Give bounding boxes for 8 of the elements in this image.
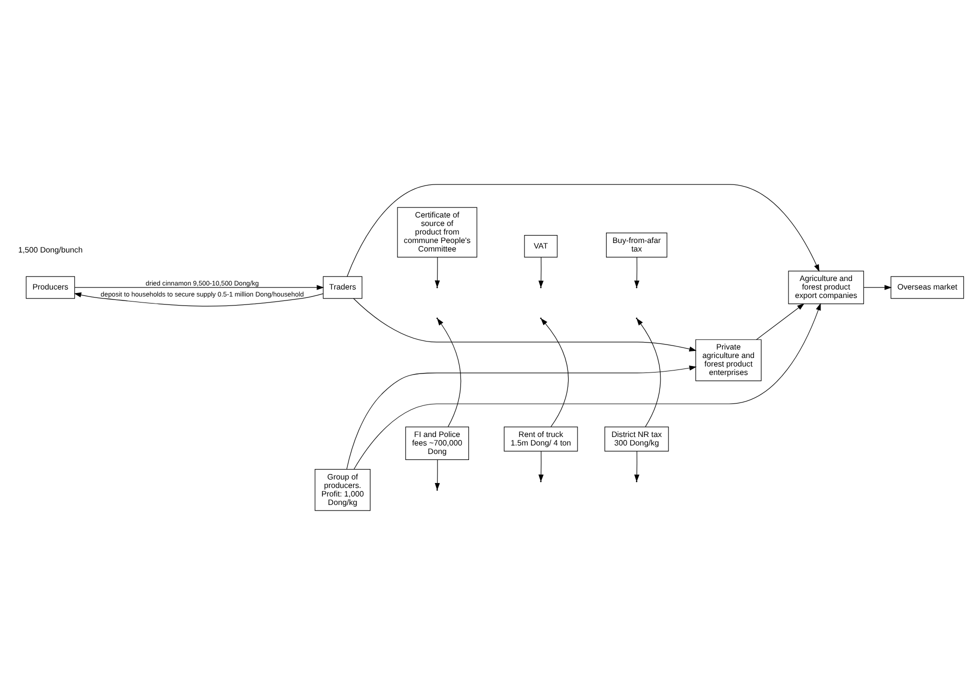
arrow xyxy=(74,292,324,306)
arrow xyxy=(354,303,821,470)
arrow xyxy=(74,284,324,290)
arrow xyxy=(346,366,697,470)
arrow xyxy=(353,298,697,352)
arrow xyxy=(864,284,892,290)
arrow xyxy=(756,303,804,340)
arrow xyxy=(346,184,820,277)
